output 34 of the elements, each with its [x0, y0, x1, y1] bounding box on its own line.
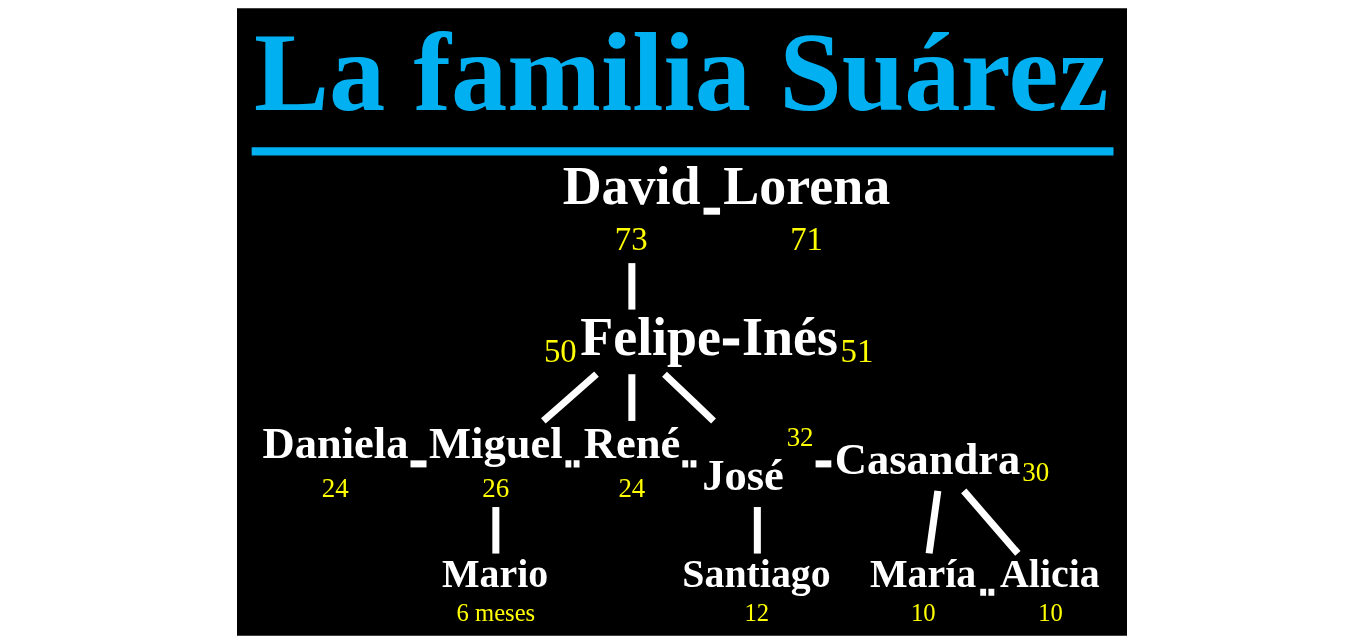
- connector: [541, 371, 599, 424]
- node-text: José: [702, 450, 784, 501]
- node-text: Lorena: [723, 155, 891, 216]
- node-label: 12: [744, 599, 770, 627]
- connector: [662, 371, 716, 424]
- node-label: 10: [1038, 599, 1063, 627]
- node-text: David: [562, 155, 701, 216]
- node-text: René: [583, 418, 681, 469]
- node-label: 51: [840, 333, 874, 370]
- node-text: Casandra: [834, 433, 1021, 484]
- node-label: 6 meses: [456, 599, 536, 627]
- node-text: Miguel: [429, 418, 563, 469]
- node-label: 73: [614, 221, 648, 258]
- node-text: Inés: [742, 306, 838, 367]
- connector: [925, 490, 942, 554]
- node-label: 24: [321, 473, 349, 504]
- node-text: María: [869, 550, 977, 596]
- connector: [703, 207, 721, 215]
- node-label: 26: [482, 473, 510, 504]
- diagram-title: La familia Suárez: [254, 9, 1109, 134]
- node-label: 50: [543, 333, 577, 370]
- node-label: 24: [618, 473, 646, 504]
- node-text: Mario: [441, 550, 549, 596]
- node-text: Felipe: [580, 306, 722, 367]
- node-label: 71: [790, 221, 823, 258]
- node-text: Santiago: [682, 550, 831, 596]
- connector: [961, 488, 1021, 556]
- node-text: Alicia: [1000, 550, 1100, 596]
- connector: [722, 338, 740, 346]
- node-label: 10: [910, 599, 936, 627]
- connector: [815, 460, 832, 468]
- node-text: Daniela: [262, 418, 409, 469]
- node-label: 32: [786, 421, 814, 452]
- node-label: 30: [1022, 456, 1050, 487]
